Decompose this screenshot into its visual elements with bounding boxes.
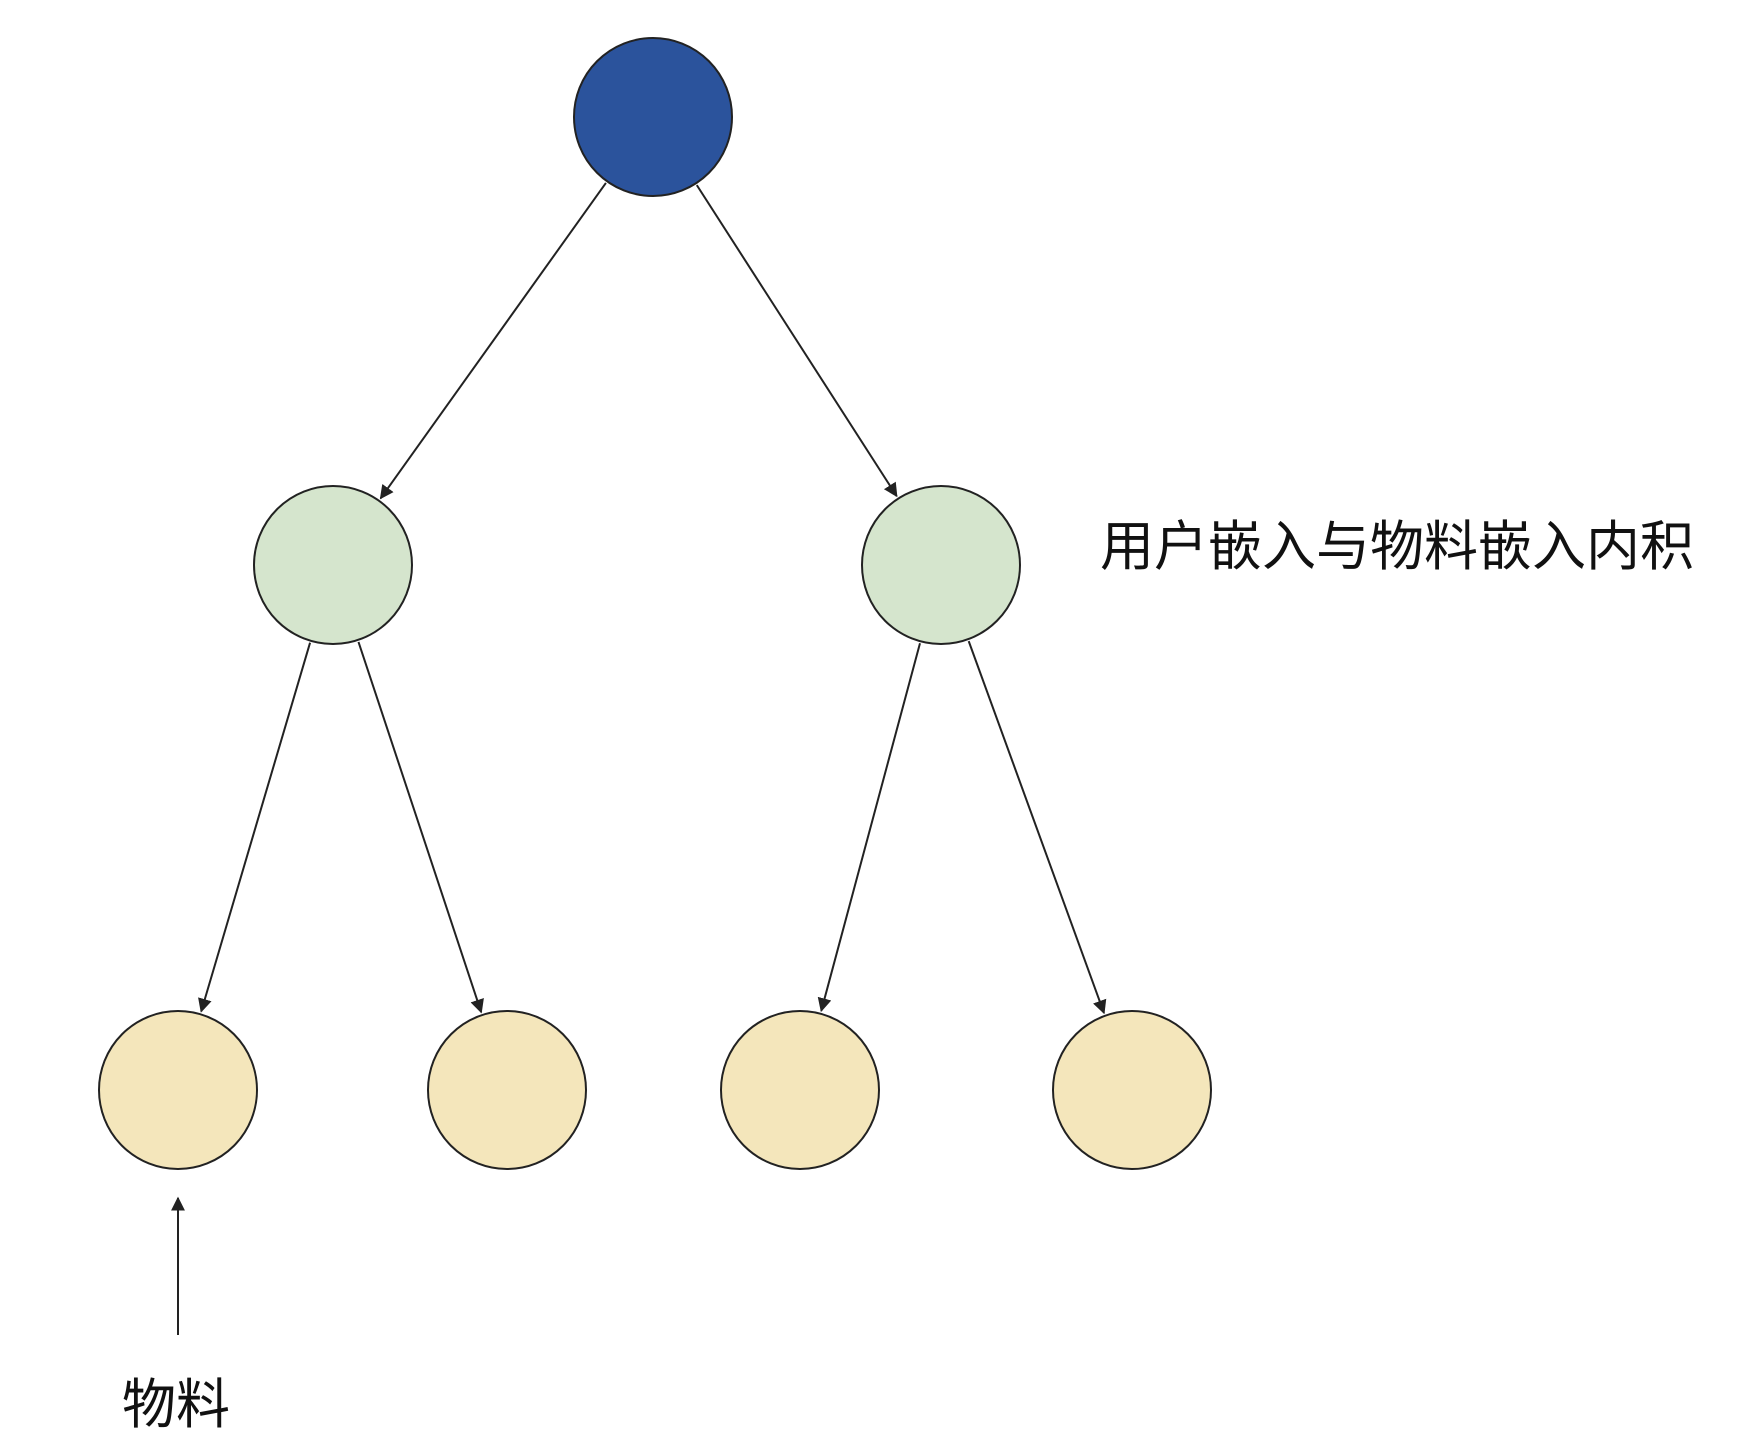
node-leaf-2 xyxy=(427,1010,587,1170)
node-mid-left xyxy=(253,485,413,645)
edge-root-to-mid-left xyxy=(379,182,607,500)
edge-mid-left-to-leaf-1 xyxy=(198,642,312,1013)
node-leaf-4 xyxy=(1052,1010,1212,1170)
node-mid-right xyxy=(861,485,1021,645)
edge-root-to-mid-right xyxy=(695,184,898,498)
edge-mid-right-to-leaf-3 xyxy=(817,642,921,1013)
node-root xyxy=(573,37,733,197)
node-leaf-1 xyxy=(98,1010,258,1170)
edge-mid-left-to-leaf-2 xyxy=(357,641,484,1014)
node-leaf-3 xyxy=(720,1010,880,1170)
inner-product-label: 用户嵌入与物料嵌入内积 xyxy=(1100,515,1694,578)
nodes-layer xyxy=(98,37,1212,1170)
item-label: 物料 xyxy=(122,1373,230,1436)
edge-mid-right-to-leaf-4 xyxy=(967,640,1107,1015)
edges-layer xyxy=(198,182,1107,1015)
